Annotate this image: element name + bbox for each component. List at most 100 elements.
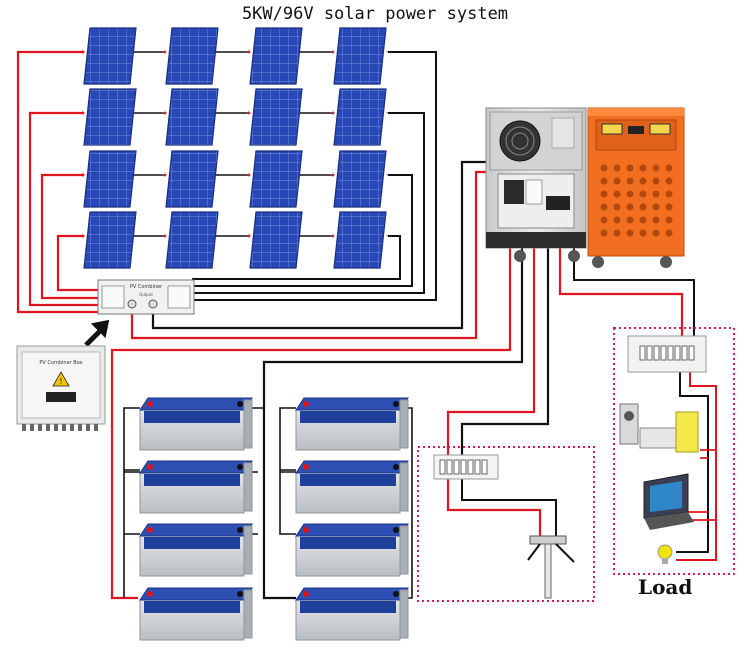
vent-hole bbox=[600, 190, 608, 198]
vent-hole bbox=[600, 203, 608, 211]
vent-hole bbox=[665, 164, 673, 172]
solar-panel: +- bbox=[246, 88, 305, 146]
load-feed-live bbox=[676, 370, 717, 561]
negative-terminal-label: - bbox=[218, 109, 221, 117]
pv-combiner-sub-label: Output bbox=[139, 292, 153, 297]
positive-post bbox=[303, 464, 309, 470]
breaker bbox=[674, 345, 681, 361]
vent-hole bbox=[626, 216, 634, 224]
solar-panel: +- bbox=[80, 211, 139, 269]
positive-terminal-label: + bbox=[162, 48, 168, 56]
pv-positive-wire bbox=[40, 173, 100, 300]
solar-panel: +- bbox=[162, 88, 221, 146]
negative-terminal-label: - bbox=[218, 232, 221, 240]
vent-hole bbox=[652, 203, 660, 211]
negative-terminal-label: - bbox=[302, 48, 305, 56]
battery bbox=[139, 587, 253, 641]
pv-positive-wire bbox=[28, 111, 100, 307]
load-branch bbox=[678, 449, 716, 521]
computer-icon bbox=[643, 473, 694, 530]
negative-terminal-label: - bbox=[302, 171, 305, 179]
breaker bbox=[688, 345, 695, 361]
cable-gland bbox=[94, 424, 98, 431]
solar-panel: +- bbox=[162, 150, 221, 208]
vent-hole bbox=[639, 190, 647, 198]
negative-post bbox=[237, 464, 243, 470]
breaker bbox=[439, 459, 446, 475]
warning-icon bbox=[52, 371, 70, 387]
solar-panel: +- bbox=[246, 150, 305, 208]
positive-terminal-label: + bbox=[80, 232, 86, 240]
vent-hole bbox=[665, 190, 673, 198]
vent-hole bbox=[652, 229, 660, 237]
negative-post bbox=[393, 464, 399, 470]
solar-panel: +- bbox=[80, 150, 139, 208]
breaker bbox=[681, 345, 688, 361]
battery-link bbox=[123, 407, 140, 598]
pv-negative-wire bbox=[192, 174, 413, 287]
combiner-box: PV Combiner Box ! bbox=[16, 319, 110, 431]
negative-post bbox=[237, 591, 243, 597]
vent-hole bbox=[613, 190, 621, 198]
arrow-icon bbox=[84, 319, 110, 347]
battery-link bbox=[246, 407, 296, 598]
solar-panel: +- bbox=[330, 150, 389, 208]
negative-terminal-label: - bbox=[386, 232, 389, 240]
negative-post bbox=[393, 401, 399, 407]
battery-bank bbox=[139, 397, 409, 641]
negative-terminal-label: - bbox=[136, 171, 139, 179]
ac-out-neutral bbox=[460, 240, 550, 456]
vent-hole bbox=[626, 203, 634, 211]
negative-terminal-label: - bbox=[302, 109, 305, 117]
vent-hole bbox=[639, 203, 647, 211]
positive-terminal-label: + bbox=[80, 48, 86, 56]
solar-panel: +- bbox=[80, 88, 139, 146]
ground-live bbox=[446, 478, 542, 540]
positive-terminal-label: + bbox=[330, 109, 336, 117]
vent-hole bbox=[652, 190, 660, 198]
ground-neutral bbox=[461, 478, 557, 540]
breaker bbox=[646, 345, 653, 361]
battery bbox=[295, 587, 409, 641]
negative-terminal-label: - bbox=[386, 171, 389, 179]
negative-terminal-label: - bbox=[386, 109, 389, 117]
breaker bbox=[660, 345, 667, 361]
negative-post bbox=[237, 401, 243, 407]
ground-rod bbox=[527, 535, 575, 599]
charge-controller bbox=[587, 107, 685, 268]
positive-terminal-label: + bbox=[246, 109, 252, 117]
positive-terminal-label: + bbox=[246, 171, 252, 179]
vent-hole bbox=[665, 177, 673, 185]
positive-terminal-label: + bbox=[246, 232, 252, 240]
positive-terminal-label: + bbox=[80, 109, 86, 117]
vent-hole bbox=[639, 177, 647, 185]
cable-gland bbox=[86, 424, 90, 431]
negative-terminal-label: - bbox=[136, 48, 139, 56]
load-live bbox=[558, 240, 684, 336]
breaker bbox=[474, 459, 481, 475]
battery bbox=[139, 523, 253, 577]
breaker bbox=[467, 459, 474, 475]
solar-panel: +- bbox=[330, 88, 389, 146]
battery bbox=[295, 460, 409, 514]
distribution-box bbox=[433, 454, 499, 480]
light-bulb-icon bbox=[657, 544, 673, 564]
negative-post bbox=[393, 527, 399, 533]
positive-terminal-label: + bbox=[330, 48, 336, 56]
positive-terminal-label: + bbox=[330, 232, 336, 240]
battery bbox=[139, 397, 253, 451]
pv-negative-wire bbox=[192, 112, 425, 294]
vent-hole bbox=[665, 216, 673, 224]
vent-hole bbox=[613, 216, 621, 224]
ac-out-live bbox=[446, 240, 536, 456]
positive-terminal-label: + bbox=[80, 171, 86, 179]
load-label: Load bbox=[638, 575, 693, 599]
diagram-title: 5KW/96V solar power system bbox=[241, 4, 509, 24]
negative-terminal-label: - bbox=[302, 232, 305, 240]
negative-post bbox=[393, 591, 399, 597]
vent-hole bbox=[626, 190, 634, 198]
load-feed-neutral bbox=[676, 370, 709, 553]
vent-hole bbox=[652, 216, 660, 224]
